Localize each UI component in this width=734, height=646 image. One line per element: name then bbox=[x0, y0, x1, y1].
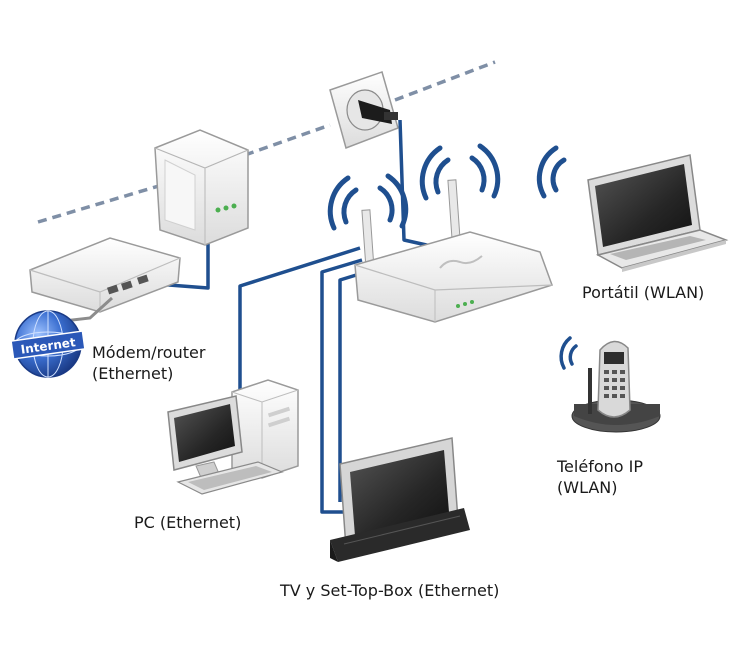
cable-router-to-tv bbox=[320, 258, 363, 514]
tv-set-top-box-label: TV y Set-Top-Box (Ethernet) bbox=[280, 581, 500, 600]
cable-router-to-pc bbox=[238, 246, 361, 390]
powerline-dashed-line bbox=[37, 60, 496, 224]
internet-globe-icon: Internet bbox=[10, 310, 86, 378]
ip-phone-label-line1: Teléfono IP bbox=[557, 457, 643, 476]
wlan-router-icon bbox=[354, 179, 553, 323]
modem-router-label: Módem/router (Ethernet) bbox=[92, 342, 205, 384]
ip-phone-label-line2: (WLAN) bbox=[557, 478, 618, 497]
modem-router-label-line1: Módem/router bbox=[92, 343, 206, 362]
ip-phone-icon bbox=[559, 336, 661, 433]
modem-router-label-line2: (Ethernet) bbox=[92, 364, 174, 383]
power-socket-icon bbox=[329, 71, 399, 149]
laptop-label: Portátil (WLAN) bbox=[582, 283, 705, 302]
laptop-icon bbox=[536, 145, 729, 272]
pc-icon bbox=[167, 379, 299, 495]
powerline-adapter-icon bbox=[154, 129, 249, 246]
ip-phone-label: Teléfono IP (WLAN) bbox=[557, 456, 643, 498]
modem-router-icon bbox=[29, 237, 181, 313]
pc-label: PC (Ethernet) bbox=[134, 513, 242, 532]
router-wifi-waves-icon bbox=[327, 143, 501, 231]
tv-set-top-box-icon bbox=[330, 437, 470, 562]
